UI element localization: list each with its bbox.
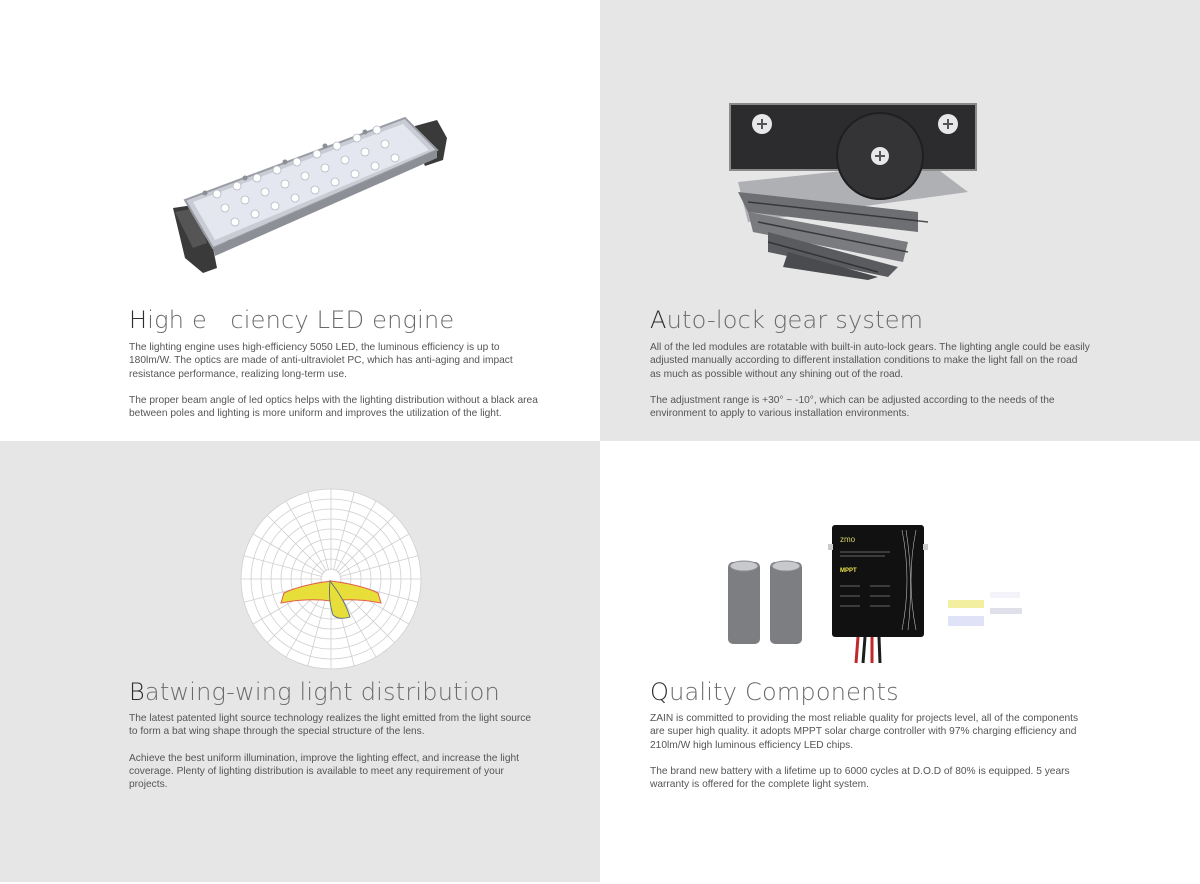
paragraph: The brand new battery with a lifetime up… [650,766,1070,791]
paragraph: All of the led modules are rotatable wit… [650,342,1090,380]
heading-text: igh e ciency LED engine [147,306,455,334]
heading-initial: H [129,306,148,334]
heading-text: uto-lock gear system [666,306,924,334]
section-heading-led-engine: High e ciency LED engine [129,306,454,334]
paragraph: The lighting engine uses high-efficiency… [129,342,513,380]
panel-quality [600,441,1200,882]
svg-text:zmo: zmo [840,535,856,544]
section-heading-auto-lock: Auto-lock gear system [650,306,923,334]
section-body-batwing: The latest patented light source technol… [129,712,539,792]
section-body-quality: ZAIN is committed to providing the most … [650,712,1090,792]
components-image: zmo MPPT [720,520,1030,665]
heading-initial: B [129,678,145,706]
led-module-image [165,108,450,276]
polar-distribution-diagram [239,487,423,671]
section-body-led-engine: The lighting engine uses high-efficiency… [129,341,539,421]
section-heading-quality: Quality Components [650,678,899,706]
heading-initial: A [650,306,667,334]
section-heading-batwing: Batwing-wing light distribution [129,678,500,706]
svg-text:MPPT: MPPT [840,568,857,574]
heading-initial: Q [650,678,670,706]
paragraph: The latest patented light source technol… [129,713,532,738]
battery-icon [728,560,802,644]
panel-led-engine [0,0,600,441]
paragraph: ZAIN is committed to providing the most … [650,713,1079,751]
rotating-gear-module-image [728,102,984,280]
heading-text: uality Components [669,678,899,706]
paragraph: The adjustment range is +30° ~ -10°, whi… [650,395,1055,420]
section-body-auto-lock: All of the led modules are rotatable wit… [650,341,1090,421]
heading-text: atwing-wing light distribution [144,678,500,706]
paragraph: The proper beam angle of led optics help… [129,395,538,420]
paragraph: Achieve the best uniform illumination, i… [129,752,519,791]
